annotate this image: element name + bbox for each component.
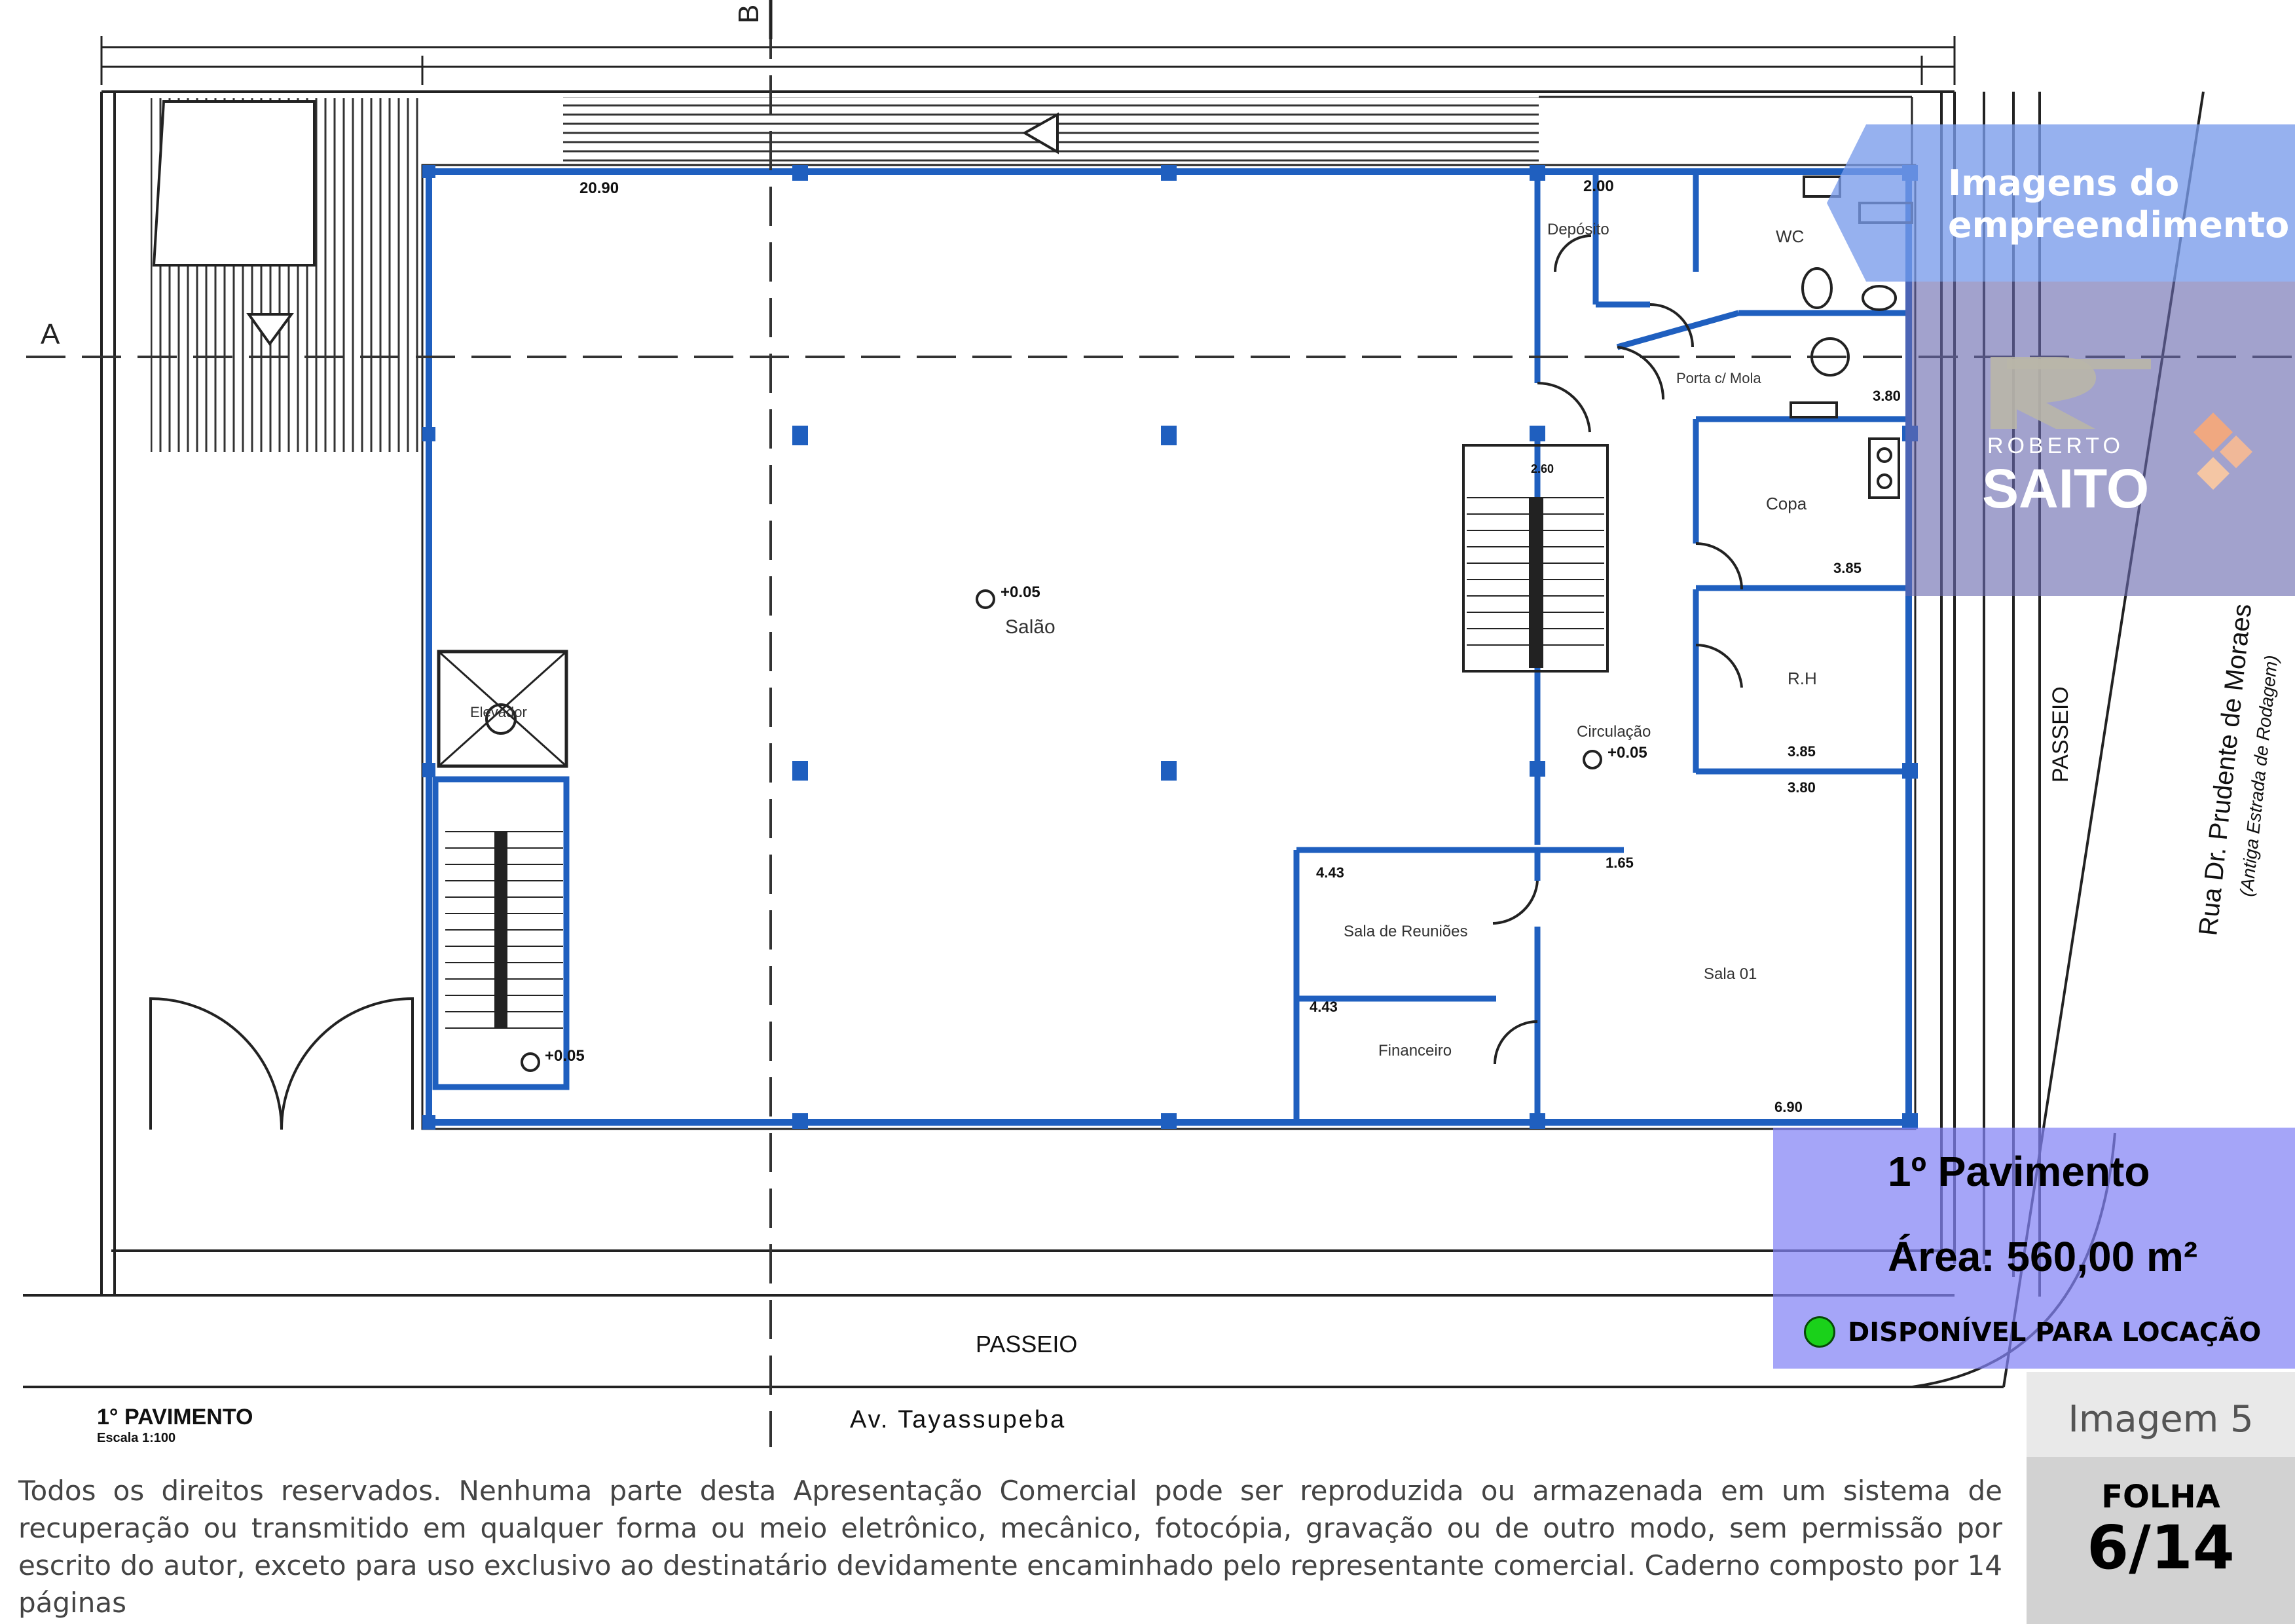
room-labels: Salão Depósito WC Copa R.H Circulação Sa… bbox=[470, 221, 1817, 1060]
svg-text:4.43: 4.43 bbox=[1316, 864, 1344, 881]
image-number-label: Imagem 5 bbox=[2068, 1398, 2254, 1441]
passeio-right-label: PASSEIO bbox=[2048, 686, 2073, 783]
drawing-scale: Escala 1:100 bbox=[97, 1431, 175, 1445]
front-street-label: Av. Tayassupeba bbox=[850, 1406, 1066, 1433]
floor-area: Área: 560,00 m² bbox=[1888, 1233, 2198, 1280]
section-b-label: B bbox=[733, 5, 765, 24]
floor-title: 1º Pavimento bbox=[1888, 1148, 2150, 1195]
copyright-notice: Todos os direitos reservados. Nenhuma pa… bbox=[18, 1475, 2002, 1619]
skylight bbox=[152, 100, 316, 267]
svg-text:+0.05: +0.05 bbox=[1607, 744, 1647, 762]
top-dimension-lines bbox=[100, 36, 1956, 85]
svg-text:3.80: 3.80 bbox=[1788, 779, 1816, 796]
sheet-number: 6/14 bbox=[2087, 1513, 2235, 1583]
header-line-2: empreendimento bbox=[1948, 204, 2290, 246]
info-panel bbox=[1773, 1128, 2295, 1369]
svg-text:4.43: 4.43 bbox=[1310, 999, 1338, 1015]
sheet-label: FOLHA bbox=[2101, 1479, 2220, 1515]
svg-text:Financeiro: Financeiro bbox=[1378, 1042, 1452, 1060]
level-markers: +0.05 +0.05 +0.05 bbox=[521, 583, 1647, 1072]
logo-text-bottom: SAITO bbox=[1982, 458, 2149, 519]
svg-text:6.90: 6.90 bbox=[1774, 1099, 1803, 1115]
svg-text:2.60: 2.60 bbox=[1531, 462, 1554, 475]
doors bbox=[149, 234, 1743, 1130]
svg-text:R.H: R.H bbox=[1788, 669, 1817, 688]
svg-text:1.65: 1.65 bbox=[1606, 855, 1634, 871]
ramp-arrow-top bbox=[1021, 112, 1059, 155]
svg-text:Porta c/ Mola: Porta c/ Mola bbox=[1676, 370, 1761, 386]
ramp-arrow bbox=[246, 313, 294, 346]
svg-text:Circulação: Circulação bbox=[1577, 723, 1651, 741]
sheet-number-panel bbox=[2027, 1457, 2295, 1624]
svg-text:2.00: 2.00 bbox=[1583, 177, 1614, 195]
columns bbox=[422, 165, 1918, 1130]
header-line-1: Imagens do bbox=[1948, 162, 2180, 204]
right-staircase bbox=[1462, 444, 1609, 673]
section-a-label: A bbox=[41, 318, 60, 350]
roberto-saito-logo: ROBERTO SAITO bbox=[1982, 357, 2252, 519]
status-label: DISPONÍVEL PARA LOCAÇÃO bbox=[1848, 1318, 2262, 1348]
interior-walls bbox=[1293, 172, 1909, 1122]
svg-text:Salão: Salão bbox=[1005, 616, 1056, 638]
svg-text:+0.05: +0.05 bbox=[545, 1047, 585, 1065]
svg-text:Copa: Copa bbox=[1766, 494, 1807, 513]
header-banner-text: Imagens do empreendimento bbox=[1948, 162, 2289, 246]
svg-text:20.90: 20.90 bbox=[579, 179, 619, 197]
dimension-labels: 20.90 2.00 3.80 3.85 3.85 3.80 1.65 4.43… bbox=[579, 177, 1901, 1115]
svg-text:WC: WC bbox=[1776, 227, 1804, 246]
header-banner bbox=[1866, 124, 2295, 282]
svg-text:3.85: 3.85 bbox=[1833, 560, 1862, 576]
svg-text:Depósito: Depósito bbox=[1547, 221, 1609, 238]
elevator bbox=[437, 650, 568, 768]
logo-panel: ROBERTO SAITO bbox=[1905, 282, 2295, 596]
building-walls bbox=[426, 168, 1912, 1126]
svg-text:3.85: 3.85 bbox=[1788, 743, 1816, 760]
left-staircase bbox=[432, 776, 570, 1090]
svg-text:3.80: 3.80 bbox=[1873, 388, 1901, 404]
svg-text:Elevador: Elevador bbox=[470, 704, 527, 720]
drawing-title: 1° PAVIMENTO bbox=[97, 1405, 253, 1430]
header-banner-arrow bbox=[1827, 124, 1866, 282]
svg-text:+0.05: +0.05 bbox=[1001, 583, 1040, 601]
section-lines bbox=[26, 20, 2295, 1447]
svg-text:Sala de Reuniões: Sala de Reuniões bbox=[1344, 923, 1467, 940]
svg-text:Sala 01: Sala 01 bbox=[1704, 965, 1757, 983]
status-available-icon bbox=[1804, 1316, 1835, 1348]
image-number-panel bbox=[2027, 1372, 2295, 1457]
wc-fixtures bbox=[1790, 175, 1913, 499]
logo-text-top: ROBERTO bbox=[1987, 434, 2124, 458]
passeio-bottom-label: PASSEIO bbox=[976, 1331, 1077, 1357]
